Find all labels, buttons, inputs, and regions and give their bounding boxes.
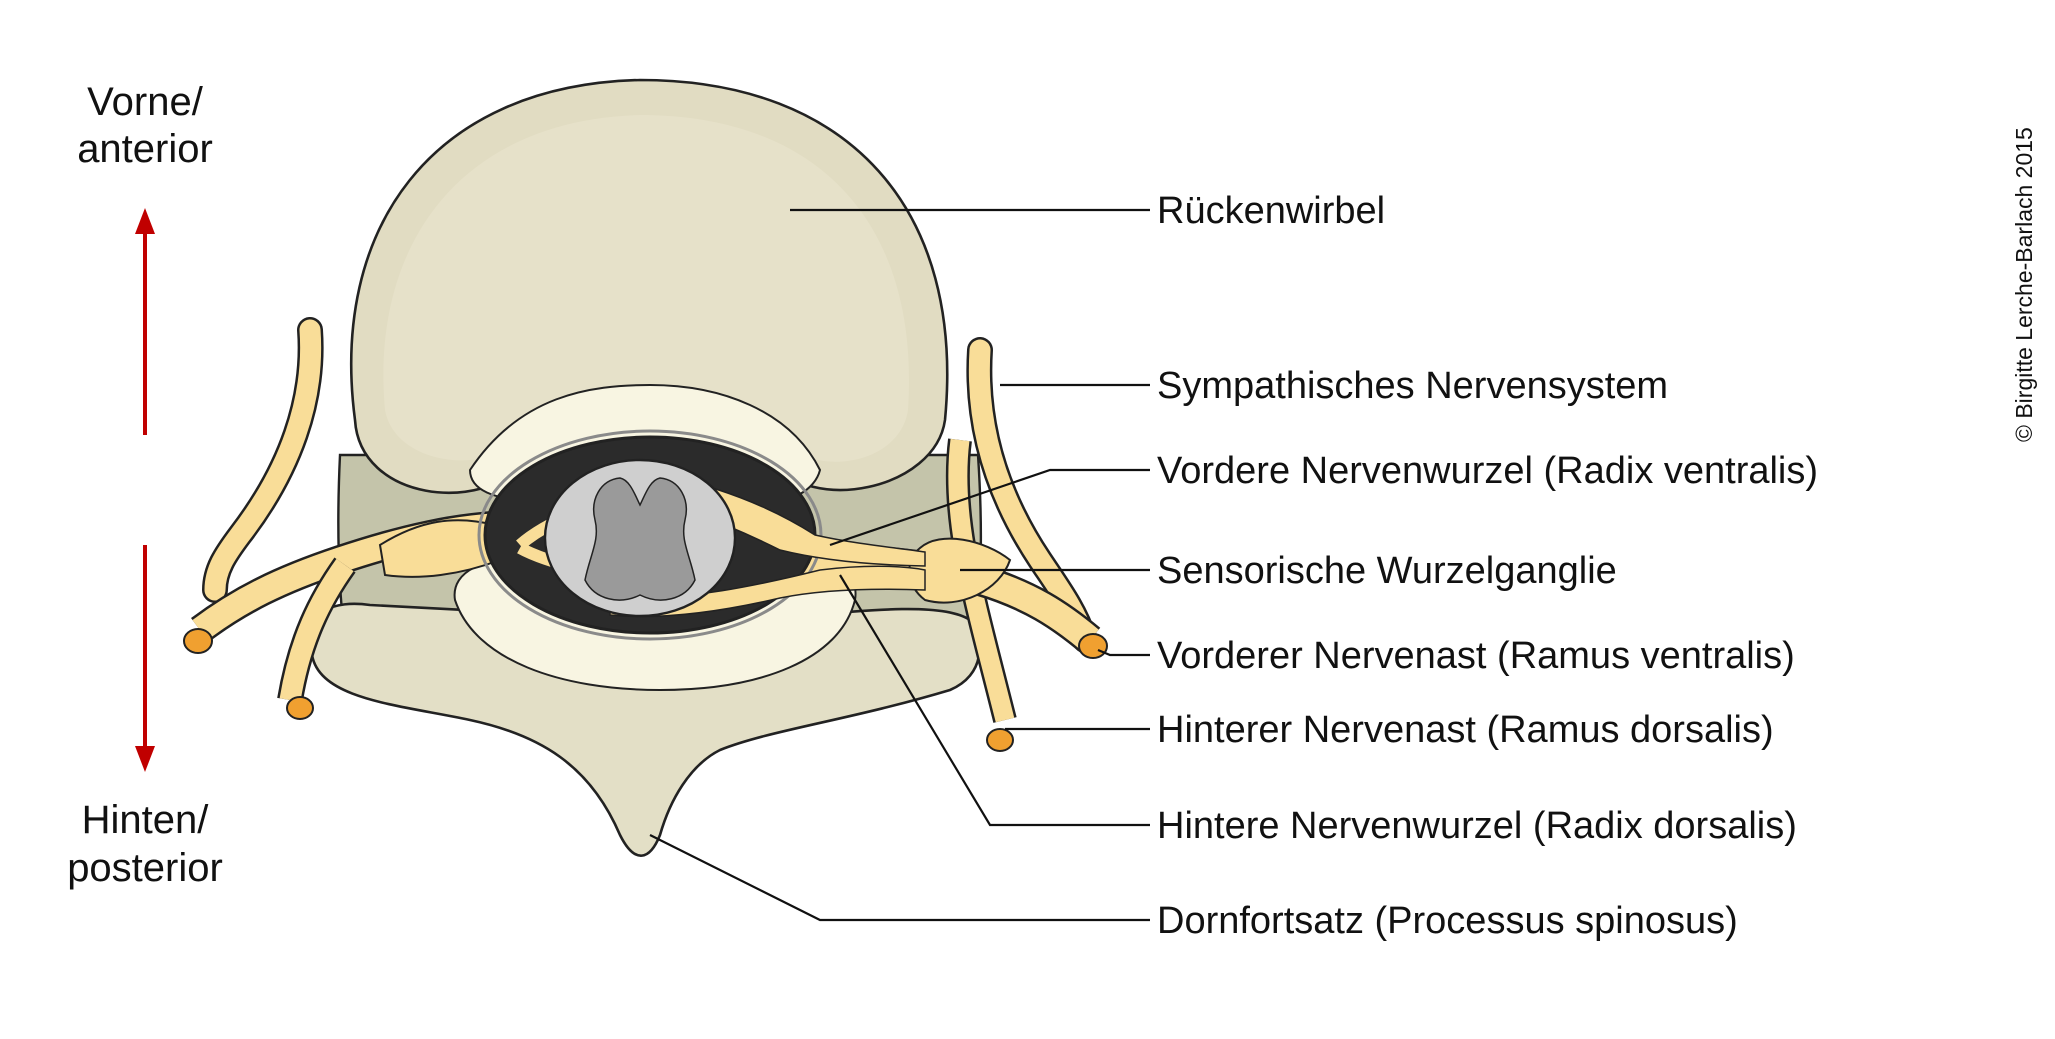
label-rueckenwirbel: Rückenwirbel <box>1157 190 1385 232</box>
label-vordere-nervenwurzel: Vordere Nervenwurzel (Radix ventralis) <box>1157 450 1818 492</box>
structure-labels: Rückenwirbel Sympathisches Nervensystem … <box>1157 190 1818 942</box>
leader-hintere-wurzel <box>839 574 1150 827</box>
anterior-arrow-icon <box>135 208 155 435</box>
label-sympathisches-nervensystem: Sympathisches Nervensystem <box>1157 365 1668 407</box>
label-sensorische-wurzelganglie: Sensorische Wurzelganglie <box>1157 550 1617 592</box>
grey-matter <box>584 477 696 601</box>
posterior-label-line1: Hinten/ <box>82 798 210 842</box>
anterior-label-line2: anterior <box>77 127 213 171</box>
leader-vorderer-ast <box>1097 648 1150 657</box>
right-nerve <box>779 337 1108 752</box>
label-vorderer-nervenast: Vorderer Nervenast (Ramus ventralis) <box>1157 635 1795 677</box>
posterior-arrow-icon <box>135 545 155 772</box>
vertebra-illustration <box>183 78 1108 857</box>
copyright-notice: © Birgitte Lerche-Barlach 2015 <box>2011 127 2037 442</box>
leader-lines <box>649 208 1150 922</box>
label-hintere-nervenwurzel: Hintere Nervenwurzel (Radix dorsalis) <box>1157 805 1797 847</box>
label-dornfortsatz: Dornfortsatz (Processus spinosus) <box>1157 900 1738 942</box>
left-nerve <box>183 317 521 720</box>
posterior-label-line2: posterior <box>67 846 223 890</box>
vertebral-body-inner <box>383 115 910 462</box>
anterior-label-line1: Vorne/ <box>87 80 204 124</box>
orientation-indicator: Vorne/ anterior Hinten/ posterior <box>67 80 223 890</box>
leader-vordere-wurzel <box>829 468 1150 547</box>
leader-dornfortsatz <box>649 834 1150 922</box>
label-hinterer-nervenast: Hinterer Nervenast (Ramus dorsalis) <box>1157 709 1774 751</box>
